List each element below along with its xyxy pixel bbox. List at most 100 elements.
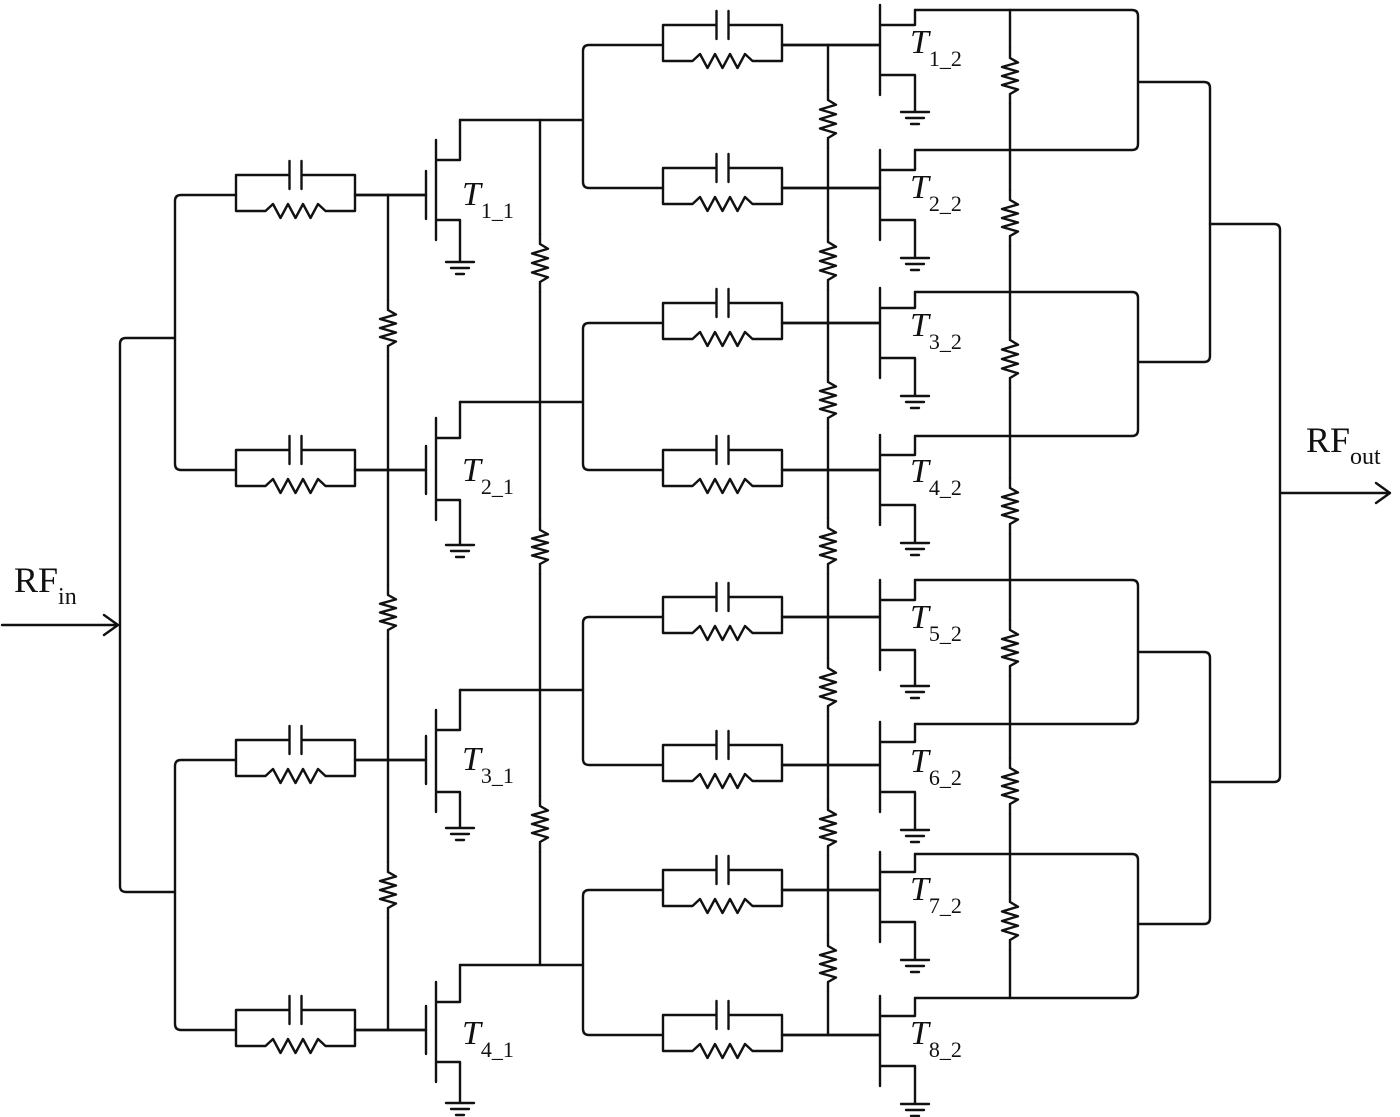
svg-text:T4_2: T4_2 [910, 453, 962, 500]
chain-d-res-1 [1000, 46, 1020, 106]
rc-input-1 [234, 159, 357, 220]
rc-s2-6-paths [661, 729, 784, 790]
transistor-label-t2-2: T2_2 [910, 169, 962, 216]
rc-s2-5-paths [661, 581, 784, 642]
chain-c-res-4 [818, 516, 838, 576]
svg-text:T1_1: T1_1 [462, 176, 514, 223]
rc-input-3 [234, 724, 357, 785]
svg-text:T3_2: T3_2 [910, 307, 962, 354]
chain-d-res-4 [1000, 476, 1020, 536]
split-s2-1 [581, 43, 665, 190]
rc-s2-5 [661, 581, 784, 642]
transistor-s2-8-paths [780, 994, 931, 1117]
rf-out-arrow [1278, 481, 1392, 505]
transistor-s1-1-paths [353, 118, 476, 276]
chain-c-res-7 [818, 934, 838, 994]
chain-d-res-2 [1000, 188, 1020, 248]
transistor-s2-3 [780, 286, 931, 410]
chain-b-res-2 [530, 518, 550, 576]
rc-s2-3-paths [661, 287, 784, 348]
transistor-s1-3-paths [353, 688, 476, 842]
wiring [0, 8, 1392, 1037]
transistor-label-t2-1: T2_1 [462, 452, 514, 499]
chain-a-res-3 [378, 860, 398, 920]
rc-s2-2-paths [661, 152, 784, 213]
chain-d-res-5 [1000, 618, 1020, 678]
transistor-label-t4-1: T4_1 [462, 1015, 514, 1062]
rf-in-arrow [0, 613, 120, 637]
rc-s2-4 [661, 434, 784, 495]
rc-s2-8-paths [661, 999, 784, 1060]
transistor-s1-2 [353, 400, 476, 559]
chain-d-res-7 [1000, 890, 1020, 952]
svg-text:T3_1: T3_1 [462, 741, 514, 788]
chain-c-res-1 [818, 88, 838, 150]
chain-a-res-2 [378, 583, 398, 642]
rc-s2-4-paths [661, 434, 784, 495]
rc-s2-3 [661, 287, 784, 348]
transistor-label-t7-2: T7_2 [910, 871, 962, 918]
combiner-s2-1 [913, 8, 1140, 152]
transistor-s1-2-paths [353, 400, 476, 559]
transistor-s1-3 [353, 688, 476, 842]
chain-d-res-3 [1000, 328, 1020, 390]
rc-input-4-paths [234, 994, 357, 1055]
split-s2-3 [581, 615, 665, 767]
transistor-label-t6-2: T6_2 [910, 743, 962, 790]
transistor-s2-1 [780, 3, 931, 126]
transistor-s2-1-paths [780, 3, 931, 126]
rc-input-4 [234, 994, 357, 1055]
rc-input-2 [234, 434, 357, 495]
svg-text:T6_2: T6_2 [910, 743, 962, 790]
rc-input-1-paths [234, 159, 357, 220]
split-top [173, 193, 238, 472]
chain-c-res-3 [818, 370, 838, 430]
rc-s2-7-paths [661, 854, 784, 915]
combiner-s2-4 [913, 852, 1140, 1000]
rc-s2-6 [661, 729, 784, 790]
chain-c-res-5 [818, 656, 838, 718]
rc-input-2-paths [234, 434, 357, 495]
svg-text:T7_2: T7_2 [910, 871, 962, 918]
combiner-s2-3 [913, 578, 1140, 726]
transistor-label-t4-2: T4_2 [910, 453, 962, 500]
rc-s2-8 [661, 999, 784, 1060]
chain-b-res-1 [530, 232, 550, 294]
input-splitter [118, 336, 177, 894]
svg-text:T2_1: T2_1 [462, 452, 514, 499]
transistor-s2-6-paths [780, 720, 931, 844]
chain-c-res-6 [818, 798, 838, 858]
rc-s2-1 [661, 9, 784, 70]
transistor-label-t3-1: T3_1 [462, 741, 514, 788]
components [234, 3, 1020, 1117]
transistor-s1-4-paths [353, 963, 476, 1117]
transistor-s2-2-paths [780, 148, 931, 272]
out-combine-a [1136, 80, 1212, 364]
transistor-s2-5-paths [780, 578, 931, 700]
transistor-label-t1-1: T1_1 [462, 176, 514, 223]
transistor-s2-6 [780, 720, 931, 844]
transistor-s1-1 [353, 118, 476, 276]
transistor-s2-2 [780, 148, 931, 272]
out-combine-c [1208, 222, 1282, 784]
svg-text:T4_1: T4_1 [462, 1015, 514, 1062]
transistor-s2-8 [780, 994, 931, 1117]
transistor-label-t5-2: T5_2 [910, 599, 962, 646]
rf-out-label: RFout [1306, 420, 1381, 470]
rc-s2-7 [661, 854, 784, 915]
chain-d-res-6 [1000, 756, 1020, 816]
transistor-label-t1-2: T1_2 [910, 24, 962, 71]
rc-input-3-paths [234, 724, 357, 785]
svg-text:T2_2: T2_2 [910, 169, 962, 216]
rc-s2-1-paths [661, 9, 784, 70]
transistor-s2-5 [780, 578, 931, 700]
svg-text:T5_2: T5_2 [910, 599, 962, 646]
rf-in-label: RFin [14, 560, 77, 610]
split-s2-4 [581, 888, 665, 1037]
transistor-s2-7 [780, 850, 931, 974]
chain-b-res-3 [530, 794, 550, 854]
chain-c-res-2 [818, 230, 838, 292]
svg-text:T1_2: T1_2 [910, 24, 962, 71]
split-s2-2 [581, 321, 665, 472]
